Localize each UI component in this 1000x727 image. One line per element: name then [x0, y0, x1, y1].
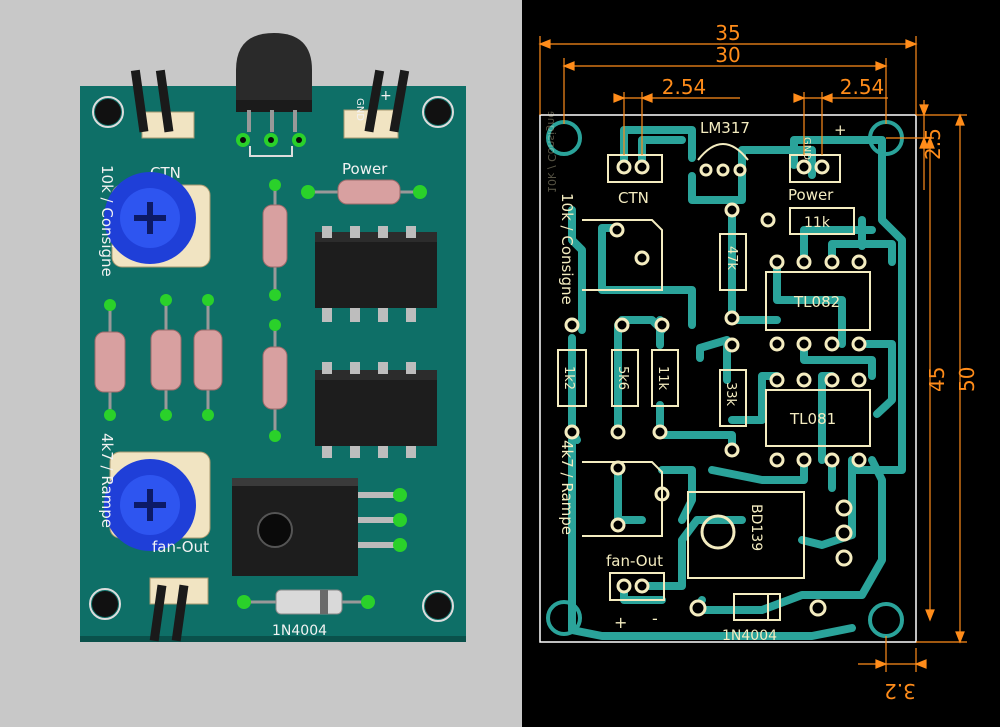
dim-offset-bottom: 3.2	[884, 679, 916, 703]
layout-svg: LM317 CTN GND + Power 11k 47k TL082 10k …	[538, 21, 979, 703]
r47k-outline	[719, 233, 747, 291]
pads	[564, 159, 867, 617]
power-plus-label-3d: +	[380, 88, 392, 104]
layout-panel: LM317 CTN GND + Power 11k 47k TL082 10k …	[522, 0, 1000, 727]
render-3d-panel: CTN GND + Power	[0, 0, 522, 727]
r33k-label: 33k	[723, 382, 738, 407]
power-plus-label: +	[834, 121, 847, 139]
r33k-outline	[719, 369, 747, 427]
diode-3d	[237, 589, 375, 615]
dim-height-total: 50	[955, 367, 979, 392]
render-3d-svg: CTN GND + Power	[80, 33, 466, 642]
rampe-label-3d: 4k7 / Rampe	[98, 433, 116, 528]
diode-outline	[733, 593, 781, 621]
gnd-label: GND	[801, 137, 812, 160]
ic-tl082-3d	[315, 226, 437, 322]
lm317-3d	[236, 33, 312, 157]
dim-pitch-right: 2.54	[840, 75, 885, 99]
rampe-pot-outline	[582, 461, 663, 537]
resistors-3d	[94, 179, 427, 442]
dim-offset-top: 2.5	[921, 128, 945, 160]
tl082-outline	[765, 271, 871, 331]
fanout-label-3d: fan-Out	[152, 538, 209, 556]
r11k-top-label: 11k	[804, 215, 831, 231]
r11k-top-outline	[789, 207, 855, 235]
ic-tl081-3d	[315, 362, 437, 458]
consigne-label-3d: 10k / Consigne	[98, 165, 116, 277]
fanout-connector-3d	[149, 577, 209, 642]
r1k2-outline	[557, 349, 587, 407]
diode-label-3d: 1N4004	[272, 623, 327, 639]
ctn-connector-3d	[130, 69, 195, 139]
dim-width-total: 35	[715, 21, 740, 45]
power-gnd-label-3d: GND	[354, 98, 365, 121]
potentiometer-consigne-3d	[104, 172, 211, 268]
diode-label: 1N4004	[722, 628, 777, 644]
consigne-label: 10k / Consigne	[558, 193, 576, 305]
fanout-label: fan-Out	[606, 552, 663, 570]
consigne-pot-outline	[582, 219, 663, 291]
power-connector-3d	[343, 69, 410, 139]
r1k2-label: 1k2	[561, 366, 576, 390]
potentiometer-rampe-3d	[104, 451, 211, 551]
fanout-plus-label: +	[614, 613, 627, 632]
r5k6-label: 5k6	[615, 366, 630, 390]
fanout-outline	[609, 572, 665, 601]
bd139-label: BD139	[748, 504, 764, 551]
tl082-label: TL082	[793, 293, 840, 311]
r11k-label: 11k	[655, 366, 670, 391]
dim-pitch-left: 2.54	[662, 75, 707, 99]
ctn-outline	[607, 154, 663, 183]
mounting-holes-3d	[89, 96, 454, 622]
tl081-label: TL081	[789, 410, 836, 428]
dim-height-holes: 45	[925, 367, 949, 392]
rampe-label: 4k7 / Rampe	[558, 440, 576, 535]
power-label-3d: Power	[342, 160, 388, 178]
bd139-3d	[232, 478, 407, 576]
bd139-outline	[687, 491, 805, 579]
tl081-outline	[765, 389, 871, 447]
dim-width-holes: 30	[715, 43, 740, 67]
lm317-outline	[697, 143, 749, 161]
fanout-minus-label: -	[652, 609, 658, 628]
power-label: Power	[788, 186, 834, 204]
consigne-mirror-label: 10k / Consigne	[545, 111, 558, 193]
dimension-lines	[538, 36, 967, 672]
r47k-label: 47k	[724, 246, 739, 271]
ctn-label: CTN	[618, 189, 649, 207]
r5k6-outline	[611, 349, 639, 407]
r11k-outline	[651, 349, 679, 407]
silkscreen-outlines	[557, 143, 871, 621]
power-outline	[789, 154, 841, 183]
lm317-label: LM317	[700, 119, 750, 137]
